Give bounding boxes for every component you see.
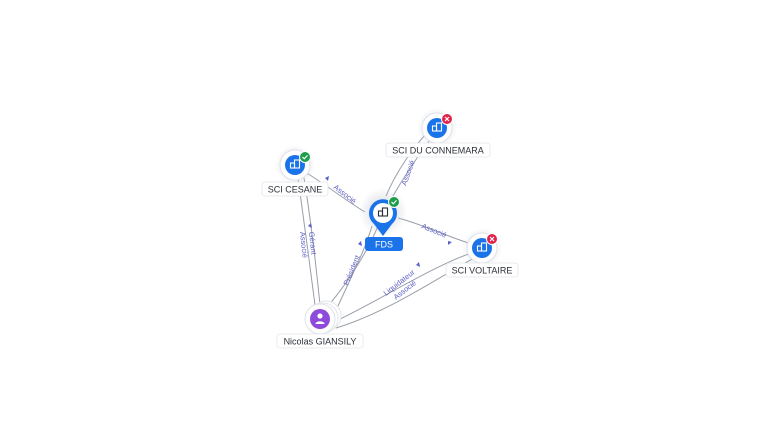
- node-sci-cesane[interactable]: SCI CESANE: [261, 145, 329, 197]
- status-active-badge: [388, 196, 400, 208]
- arrow-icon: [358, 241, 362, 246]
- close-icon: [444, 116, 450, 122]
- arrow-icon: [308, 223, 312, 228]
- node-sci-voltaire[interactable]: SCI VOLTAIRE: [445, 228, 519, 278]
- edge-person-voltaire[interactable]: [337, 251, 476, 321]
- edge-label-person-cesane-2: Associé: [298, 231, 310, 258]
- person-icon: [315, 313, 325, 324]
- node-fds-center[interactable]: FDS: [359, 188, 407, 251]
- edge-label-fds-cesane: Associé: [332, 182, 358, 205]
- node-label-fds: FDS: [375, 240, 393, 250]
- building-icon: [431, 122, 443, 132]
- edge-label-fds-connemara: Associé: [399, 159, 416, 187]
- building-icon: [476, 242, 488, 252]
- node-label-sci-voltaire: SCI VOLTAIRE: [452, 266, 513, 276]
- building-icon: [377, 207, 389, 217]
- check-icon: [391, 199, 397, 205]
- edge-label-person-fds: Président: [342, 253, 363, 287]
- close-icon: [489, 236, 495, 242]
- edge-label-fds-voltaire: Associé: [420, 222, 448, 240]
- arrow-icon: [416, 262, 420, 267]
- node-nicolas-giansily[interactable]: Nicolas GIANSILY: [276, 300, 364, 349]
- node-label-sci-cesane: SCI CESANE: [268, 185, 323, 195]
- building-icon: [289, 159, 301, 169]
- edge-person-voltaire-2[interactable]: [335, 255, 479, 329]
- node-label-nicolas-giansily: Nicolas GIANSILY: [284, 337, 357, 347]
- arrow-icon: [325, 176, 329, 181]
- arrow-icon: [448, 241, 452, 245]
- edge-person-fds-2[interactable]: [337, 225, 373, 307]
- edge-label-person-cesane-1: Gérant: [307, 231, 318, 256]
- check-icon: [302, 154, 308, 160]
- status-active-badge: [299, 151, 311, 163]
- node-sci-du-connemara[interactable]: SCI DU CONNEMARA: [385, 108, 491, 158]
- node-label-sci-du-connemara: SCI DU CONNEMARA: [392, 146, 484, 156]
